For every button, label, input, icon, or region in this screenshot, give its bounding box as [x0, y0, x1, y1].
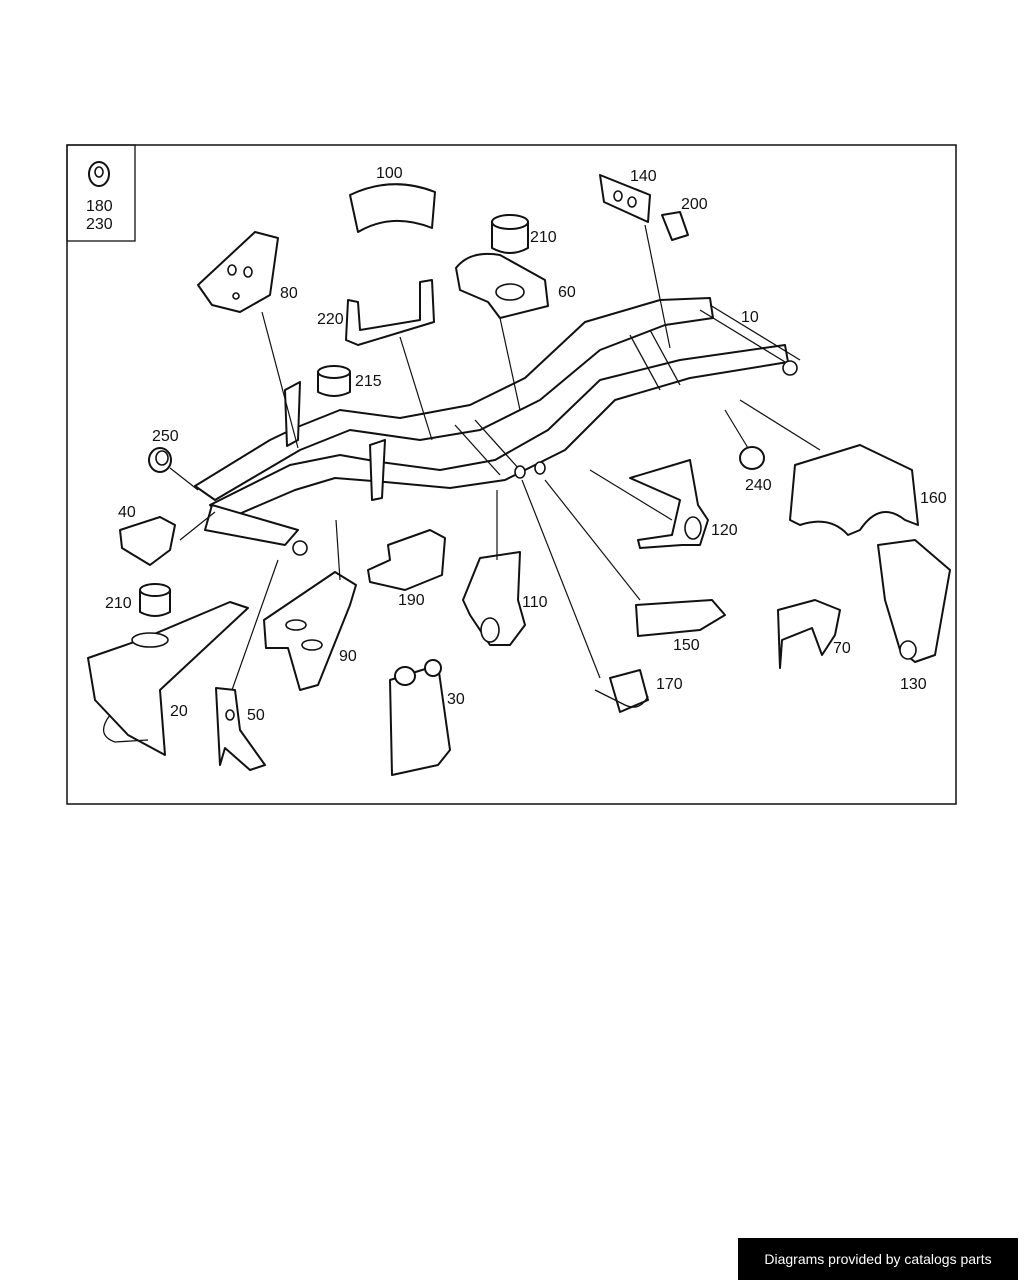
part-90-bracket — [263, 571, 357, 691]
callout-70: 70 — [833, 640, 851, 657]
callout-140: 140 — [630, 168, 657, 185]
callout-150: 150 — [673, 637, 700, 654]
diagram-border — [66, 144, 957, 805]
part-140-bracket — [599, 174, 651, 223]
part-210-bushing-left — [139, 583, 171, 617]
inset-label-1: 180 — [86, 198, 113, 215]
part-120-hanger — [629, 459, 709, 549]
callout-210-top: 210 — [530, 229, 557, 246]
inset-box — [66, 144, 136, 242]
callout-170: 170 — [656, 676, 683, 693]
credit-badge: Diagrams provided by catalogs parts — [738, 1238, 1018, 1280]
callout-90: 90 — [339, 648, 357, 665]
callout-30: 30 — [447, 691, 465, 708]
part-220-bracket — [345, 279, 435, 346]
part-80-plate — [197, 231, 279, 313]
callout-80: 80 — [280, 285, 298, 302]
bushing-icon — [88, 161, 110, 187]
chassis-frame — [194, 297, 801, 556]
callout-130: 130 — [900, 676, 927, 693]
part-150-plate — [635, 599, 726, 637]
part-190-plate — [367, 529, 446, 591]
callout-200: 200 — [681, 196, 708, 213]
part-100-strap — [349, 183, 436, 233]
callout-215: 215 — [355, 373, 382, 390]
callout-210-left: 210 — [105, 595, 132, 612]
callout-50: 50 — [247, 707, 265, 724]
callout-100: 100 — [376, 165, 403, 182]
part-240-ring — [739, 446, 765, 470]
callout-220: 220 — [317, 311, 344, 328]
part-130-bracket — [877, 539, 951, 663]
callout-160: 160 — [920, 490, 947, 507]
callout-10: 10 — [741, 309, 759, 326]
callout-240: 240 — [745, 477, 772, 494]
part-215-sleeve — [317, 365, 351, 397]
callout-40: 40 — [118, 504, 136, 521]
callout-120: 120 — [711, 522, 738, 539]
part-40-bracket — [119, 516, 176, 566]
part-70-bracket — [777, 599, 841, 669]
callout-60: 60 — [558, 284, 576, 301]
part-200-clip — [661, 211, 689, 241]
callout-250: 250 — [152, 428, 179, 445]
callout-190: 190 — [398, 592, 425, 609]
part-160-saddle — [789, 444, 919, 536]
part-60-mount — [455, 252, 549, 319]
part-210-bushing-top — [491, 214, 529, 254]
part-20-bracket — [87, 601, 249, 756]
part-250-plug — [148, 447, 172, 473]
part-50-bracket — [215, 687, 266, 771]
callout-20: 20 — [170, 703, 188, 720]
inset-label-2: 230 — [86, 216, 113, 233]
callout-110: 110 — [522, 594, 548, 611]
part-110-hanger — [462, 551, 526, 646]
part-30-block — [389, 659, 451, 776]
leader-lines — [169, 224, 821, 691]
part-170-hook — [594, 669, 649, 713]
